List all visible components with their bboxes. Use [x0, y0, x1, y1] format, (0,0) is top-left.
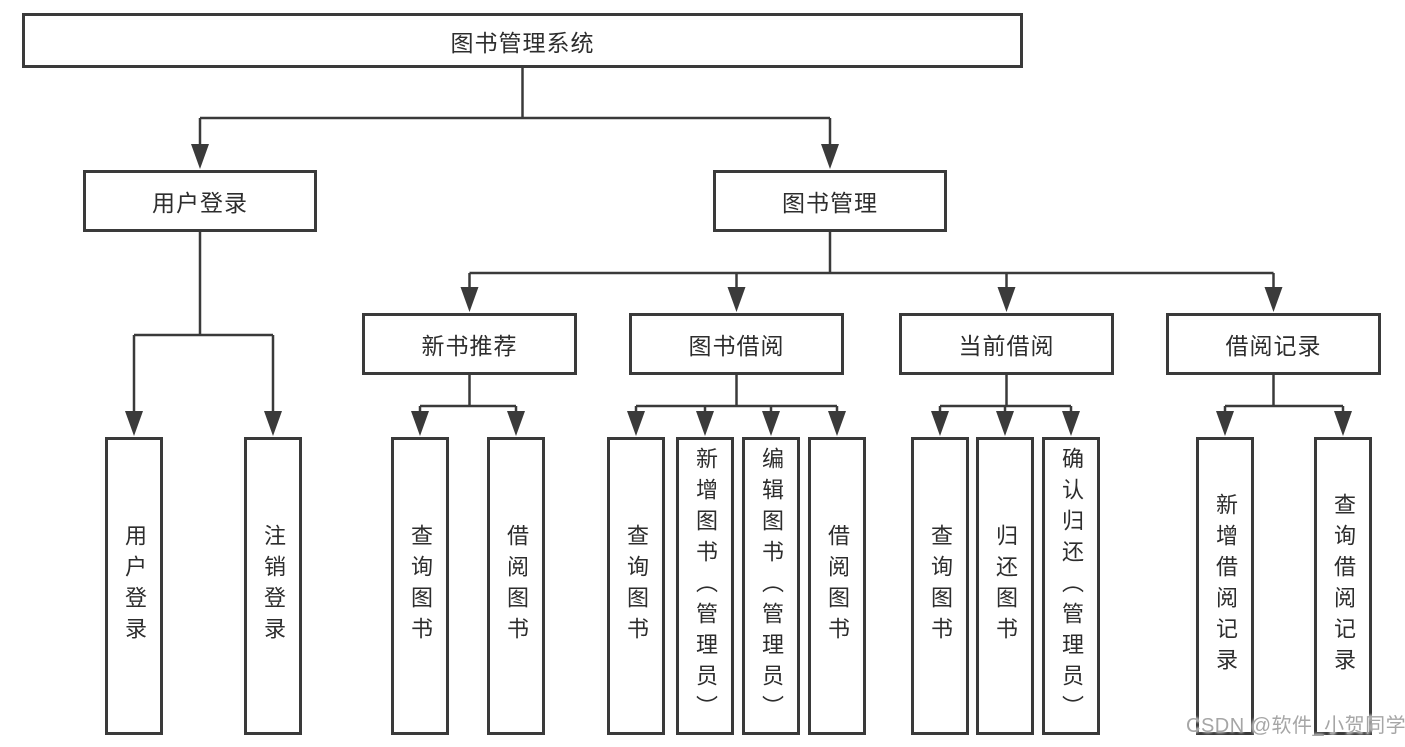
leaf-borrow-books: 借阅图书 — [808, 437, 866, 735]
leaf-query-books-current: 查询图书 — [911, 437, 969, 735]
leaf-borrow-books-recommend: 借阅图书 — [487, 437, 545, 735]
leaf-query-borrow-record: 查询借阅记录 — [1314, 437, 1372, 735]
node-borrow-records: 借阅记录 — [1166, 313, 1381, 375]
leaf-edit-books-admin: 编辑图书（管理员） — [742, 437, 800, 735]
leaf-confirm-return-admin: 确认归还（管理员） — [1042, 437, 1100, 735]
leaf-return-books: 归还图书 — [976, 437, 1034, 735]
node-user-login: 用户登录 — [83, 170, 317, 232]
leaf-user-login: 用户登录 — [105, 437, 163, 735]
leaf-query-books-borrow: 查询图书 — [607, 437, 665, 735]
csdn-watermark: CSDN @软件_小贺同学 — [1186, 715, 1405, 737]
leaf-add-borrow-record: 新增借阅记录 — [1196, 437, 1254, 735]
leaf-logout: 注销登录 — [244, 437, 302, 735]
leaf-add-books-admin: 新增图书（管理员） — [676, 437, 734, 735]
leaf-query-books-recommend: 查询图书 — [391, 437, 449, 735]
node-current-borrow: 当前借阅 — [899, 313, 1114, 375]
node-book-management: 图书管理 — [713, 170, 947, 232]
node-book-borrow: 图书借阅 — [629, 313, 844, 375]
node-new-book-recommend: 新书推荐 — [362, 313, 577, 375]
node-library-management-system: 图书管理系统 — [22, 13, 1023, 68]
